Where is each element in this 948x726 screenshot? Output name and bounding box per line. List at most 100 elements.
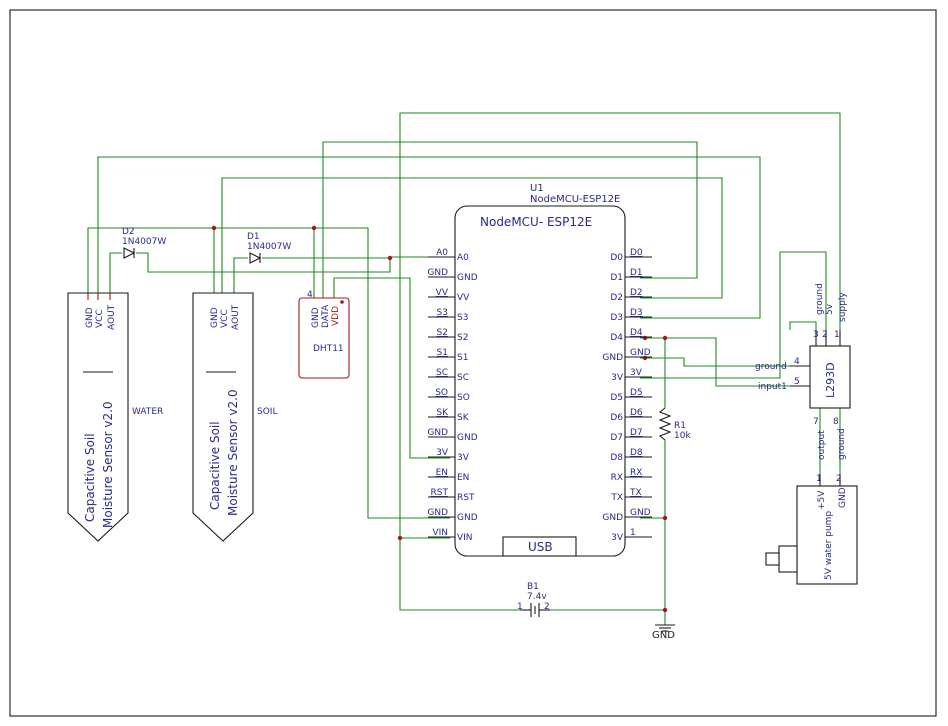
mcu-right-pin-8: D6 bbox=[630, 408, 643, 418]
b1-pin2: 2 bbox=[544, 602, 550, 612]
mcu-left-pin-4: S2 bbox=[457, 333, 468, 343]
mcu-right-inner-1: D1 bbox=[610, 273, 623, 283]
mcu-part: NodeMCU-ESP12E bbox=[530, 194, 620, 205]
mcu-right-pin-11: RX bbox=[630, 468, 642, 478]
battery-b1: B1 7.4v 1 2 bbox=[517, 582, 550, 617]
l293d-num-8: 8 bbox=[833, 417, 839, 427]
mcu-right-inner-2: D2 bbox=[610, 293, 623, 303]
dht-pin-vdd: VDD bbox=[331, 306, 341, 326]
mcu-right-pin-2: D2 bbox=[630, 288, 643, 298]
mcu-right-pin-12: TX bbox=[629, 488, 642, 498]
l293d-num-7: 7 bbox=[813, 417, 819, 427]
l293d-bottom-ground: ground bbox=[837, 428, 847, 460]
l293d-bottom-output: output bbox=[817, 430, 827, 460]
l293d-pin-ground: ground bbox=[815, 283, 825, 315]
mcu-right-inner-0: D0 bbox=[610, 253, 623, 263]
water-sensor-line2: Moisture Sensor v2.0 bbox=[101, 401, 115, 528]
mcu-left-outer-9: GND bbox=[427, 428, 448, 438]
water-pump: 1 2 +5V GND 5V water pump bbox=[765, 474, 858, 585]
soil-sensor-line1: Capacitive Soil bbox=[208, 421, 222, 510]
dht-body bbox=[298, 297, 350, 379]
water-sensor: GND VCC AOUT Capacitive Soil Moisture Se… bbox=[67, 292, 163, 542]
dht-pin-num: 4 bbox=[307, 290, 313, 300]
water-pin-gnd: GND bbox=[85, 307, 95, 328]
mcu-left-pin-8: SK bbox=[457, 413, 470, 423]
soil-sensor-label: SOIL bbox=[257, 407, 277, 417]
l293d-num-5: 5 bbox=[794, 377, 800, 387]
mcu-left-pin-10: 3V bbox=[457, 453, 470, 463]
mcu-right-inner-10: D8 bbox=[610, 453, 623, 463]
soil-pin-vcc: VCC bbox=[220, 309, 230, 328]
b1-value: 7.4v bbox=[527, 592, 547, 602]
mcu-right-inner-4: D4 bbox=[610, 333, 623, 343]
mcu-right-pin-3: D3 bbox=[630, 308, 643, 318]
b1-pin1: 1 bbox=[517, 602, 523, 612]
d1-ref: D1 bbox=[247, 232, 260, 242]
l293d-num-1: 1 bbox=[834, 330, 840, 340]
soil-pin-aout: AOUT bbox=[231, 304, 241, 330]
resistor-r1: R1 10k bbox=[658, 407, 691, 441]
mcu-right-inner-9: D7 bbox=[610, 433, 623, 443]
mcu-left-outer-3: S3 bbox=[437, 308, 448, 318]
mcu-usb-port bbox=[502, 536, 577, 557]
l293d-pin-supply: supply bbox=[838, 292, 848, 322]
r1-value: 10k bbox=[674, 431, 691, 441]
mcu-right-inner-7: D5 bbox=[610, 393, 623, 403]
r1-ref: R1 bbox=[674, 421, 686, 431]
mcu-title: NodeMCU- ESP12E bbox=[480, 215, 592, 229]
l293d-left-ground: ground bbox=[755, 362, 787, 372]
mcu-left-pin-5: S1 bbox=[457, 353, 468, 363]
mcu-left-outer-1: GND bbox=[427, 268, 448, 278]
soil-sensor: GND VCC AOUT Capacitive Soil Moisture Se… bbox=[192, 292, 277, 542]
mcu-left-pin-13: GND bbox=[457, 513, 478, 523]
mcu-right-inner-11: RX bbox=[611, 473, 623, 483]
mcu-right-pin-13: GND bbox=[630, 508, 651, 518]
mcu-right-pin-4: D4 bbox=[630, 328, 643, 338]
mcu-left-outer-4: S2 bbox=[437, 328, 448, 338]
soil-pin-gnd: GND bbox=[210, 307, 220, 328]
l293d-name: L293D bbox=[824, 362, 837, 398]
mcu-left-outer-11: EN bbox=[436, 468, 448, 478]
mcu-left-outer-10: 3V bbox=[436, 448, 449, 458]
mcu-right-pin-6: 3V bbox=[630, 368, 643, 378]
mcu-right-inner-5: GND bbox=[602, 353, 623, 363]
mcu-left-outer-12: RST bbox=[431, 488, 449, 498]
mcu-right-pin-10: D8 bbox=[630, 448, 643, 458]
soil-sensor-body bbox=[192, 292, 254, 542]
b1-ref: B1 bbox=[527, 582, 539, 592]
mcu-left-pin-2: VV bbox=[457, 293, 470, 303]
mcu-right-inner-3: D3 bbox=[610, 313, 623, 323]
mcu-right-inner-13: GND bbox=[602, 513, 623, 523]
mcu-left-outer-8: SK bbox=[436, 408, 449, 418]
mcu-body bbox=[454, 205, 626, 557]
water-sensor-label: WATER bbox=[132, 407, 163, 417]
mcu-left-pin-0: A0 bbox=[457, 253, 469, 263]
mcu-left-pin-6: SC bbox=[457, 373, 469, 383]
d1-part: 1N4007W bbox=[247, 242, 291, 252]
l293d-body bbox=[809, 345, 851, 409]
mcu-usb-label: USB bbox=[528, 540, 553, 554]
dht-pin-data: DATA bbox=[321, 304, 331, 328]
pump-pin-plus5v: +5V bbox=[817, 490, 827, 510]
ground-label: GND bbox=[652, 630, 675, 641]
mcu-left-pin-12: RST bbox=[457, 493, 475, 503]
mcu-left-outer-7: SO bbox=[435, 388, 448, 398]
mcu-right-pin-5: GND bbox=[630, 348, 651, 358]
soil-sensor-line2: Moisture Sensor v2.0 bbox=[226, 389, 240, 516]
pump-name: 5V water pump bbox=[824, 511, 834, 580]
sheet-frame bbox=[9, 9, 937, 717]
diode-d2: D2 1N4007W bbox=[122, 227, 166, 259]
mcu-right-inner-12: TX bbox=[610, 493, 623, 503]
water-sensor-body bbox=[67, 292, 129, 542]
l293d-num-4: 4 bbox=[794, 357, 800, 367]
mcu-left-outer-0: A0 bbox=[436, 248, 448, 258]
d2-part: 1N4007W bbox=[122, 237, 166, 247]
pump-pin-gnd: GND bbox=[838, 487, 848, 508]
ground-symbol: GND bbox=[652, 624, 675, 641]
water-sensor-line1: Capacitive Soil bbox=[83, 433, 97, 522]
l293d-pin-5v: 5v bbox=[825, 303, 835, 315]
l293d-left-input1: input1 bbox=[758, 382, 787, 392]
